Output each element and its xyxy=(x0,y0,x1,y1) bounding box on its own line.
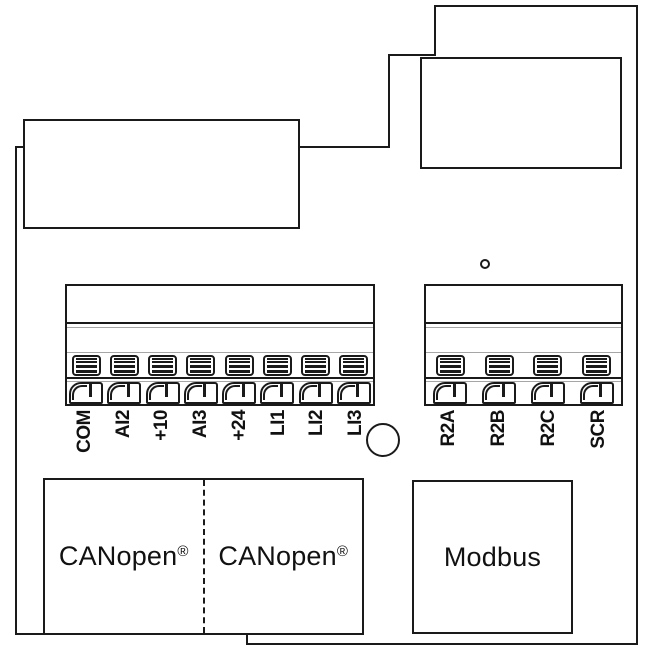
block-divider-line xyxy=(67,381,373,382)
block-divider-line xyxy=(426,377,621,379)
screw-terminal-icon xyxy=(262,355,292,376)
wire-clamp-icon xyxy=(145,382,180,404)
screw-terminal-icon xyxy=(224,355,254,376)
terminal-label-p10: +10 xyxy=(151,410,173,441)
block-divider-line xyxy=(426,381,621,382)
screw-terminal-icon xyxy=(435,355,465,376)
wire-clamp-icon xyxy=(530,382,565,404)
wire-clamp-icon xyxy=(183,382,218,404)
screw-terminal-icon xyxy=(186,355,216,376)
modbus-connector-area: Modbus xyxy=(412,480,573,634)
screw-row xyxy=(67,355,373,376)
block-divider-line xyxy=(67,322,373,324)
block-divider-line xyxy=(426,327,621,328)
screw-terminal-icon xyxy=(484,355,514,376)
pilot-hole xyxy=(480,259,490,269)
screw-terminal-icon xyxy=(301,355,331,376)
canopen-section-right: CANopen® xyxy=(202,480,363,633)
wire-clamp-icon xyxy=(482,382,517,404)
top-left-module xyxy=(23,119,300,229)
screw-terminal-icon xyxy=(339,355,369,376)
clamp-row xyxy=(426,382,621,404)
screw-terminal-icon xyxy=(71,355,101,376)
relay-terminal-block xyxy=(424,284,623,406)
wire-clamp-icon xyxy=(579,382,614,404)
relay-terminal-labels: R2A R2B R2C SCR xyxy=(424,410,623,449)
canopen-connector-area: CANopen® CANopen® xyxy=(43,478,364,635)
control-terminal-block xyxy=(65,284,375,406)
control-terminal-labels: COM AI2 +10 AI3 +24 LI1 LI2 LI3 xyxy=(65,410,375,453)
terminal-label-com: COM xyxy=(73,410,95,453)
terminal-label-li2: LI2 xyxy=(306,410,328,436)
clamp-row xyxy=(67,382,373,404)
block-divider-line xyxy=(67,327,373,328)
wire-clamp-icon xyxy=(260,382,295,404)
wire-clamp-icon xyxy=(222,382,257,404)
canopen-label: CANopen® xyxy=(218,541,349,571)
screw-terminal-icon xyxy=(533,355,563,376)
block-divider-line xyxy=(67,377,373,379)
terminal-label-ai2: AI2 xyxy=(112,410,134,439)
mounting-hole xyxy=(366,423,400,457)
terminal-label-ai3: AI3 xyxy=(190,410,212,439)
registered-trademark-mark: ® xyxy=(177,543,189,560)
terminal-label-li1: LI1 xyxy=(267,410,289,436)
wire-clamp-icon xyxy=(298,382,333,404)
modbus-label: Modbus xyxy=(443,541,542,572)
canopen-section-left: CANopen® xyxy=(45,480,203,633)
block-divider-line xyxy=(67,352,373,353)
terminal-label-p24: +24 xyxy=(228,410,250,441)
canopen-label: CANopen® xyxy=(58,541,189,571)
terminal-label-li3: LI3 xyxy=(345,410,367,436)
top-right-module xyxy=(420,57,622,169)
screw-terminal-icon xyxy=(582,355,612,376)
block-divider-line xyxy=(426,322,621,324)
screw-terminal-icon xyxy=(148,355,178,376)
registered-trademark-mark: ® xyxy=(336,543,349,560)
terminal-label-r2a: R2A xyxy=(438,410,460,447)
terminal-label-r2c: R2C xyxy=(537,410,559,447)
wire-clamp-icon xyxy=(107,382,142,404)
terminal-label-r2b: R2B xyxy=(488,410,510,447)
wire-clamp-icon xyxy=(336,382,371,404)
wire-clamp-icon xyxy=(433,382,468,404)
screw-row xyxy=(426,355,621,376)
screw-terminal-icon xyxy=(109,355,139,376)
wire-clamp-icon xyxy=(69,382,104,404)
block-divider-line xyxy=(426,352,621,353)
terminal-label-scr: SCR xyxy=(587,410,609,449)
